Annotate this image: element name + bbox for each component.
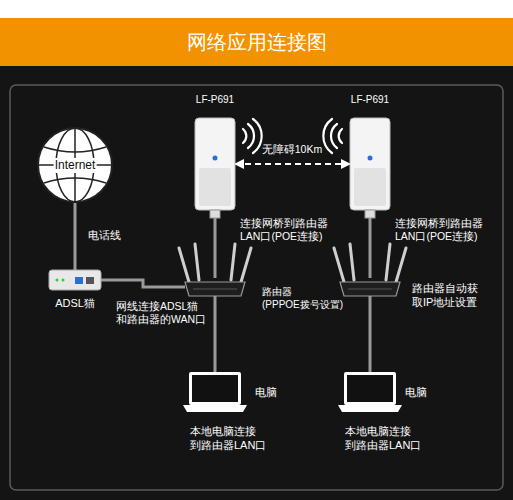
laptop-icon: 电脑本地电脑连接 到路由器LAN口 [183,372,247,412]
adsl-modem: ADSL猫 [49,270,101,290]
shape-outline [49,270,101,290]
edge-label: 网线连接ADSL猫 和路由器的WAN口 [116,300,226,326]
shape-outline [350,118,390,210]
shape-outline [195,118,235,210]
wireless-link [235,163,350,165]
cable [74,203,77,270]
node-label: ADSL猫 [55,297,95,311]
router-icon: 路由器 (PPPOE拨号设置) [185,278,245,296]
title-band [0,18,513,66]
node-label: LF-P691 [351,94,389,107]
shape-outline [340,278,400,296]
node-label: LF-P691 [196,94,234,107]
cable [369,296,372,372]
node-label: 电脑 [405,386,427,400]
node-label: 路由器自动获 取IP地址设置 [412,282,502,310]
edge-label: 连接网桥到路由器 LAN口(POE连接) [240,217,350,243]
globe-icon: Internet [37,127,113,203]
node-note: 本地电脑连接 到路由器LAN口 [190,425,290,453]
shape-outline [185,278,245,296]
shape-outline [183,372,247,412]
wireless-bridge: LF-P691 [350,118,390,210]
cable [214,210,217,278]
node-label: Internet [54,158,97,173]
top-margin [0,0,513,18]
title: 网络应用连接图 [0,18,513,66]
cable [101,280,185,287]
shape-outline [338,372,402,412]
cable [214,296,217,372]
frame-border [10,85,503,490]
edge-label: 无障碍10Km [262,143,322,156]
wifi-signal-left [243,119,262,153]
node-label: 电脑 [255,386,277,400]
node-label: 路由器 (PPPOE拨号设置) [262,286,362,311]
edge-label: 电话线 [88,229,121,243]
cable [369,210,372,278]
node-note: 本地电脑连接 到路由器LAN口 [345,425,445,453]
wifi-signal-right [323,119,342,153]
edge-label: 连接网桥到路由器 LAN口(POE连接) [395,217,505,243]
wireless-bridge: LF-P691 [195,118,235,210]
router-icon: 路由器自动获 取IP地址设置 [340,278,400,296]
laptop-icon: 电脑本地电脑连接 到路由器LAN口 [338,372,402,412]
